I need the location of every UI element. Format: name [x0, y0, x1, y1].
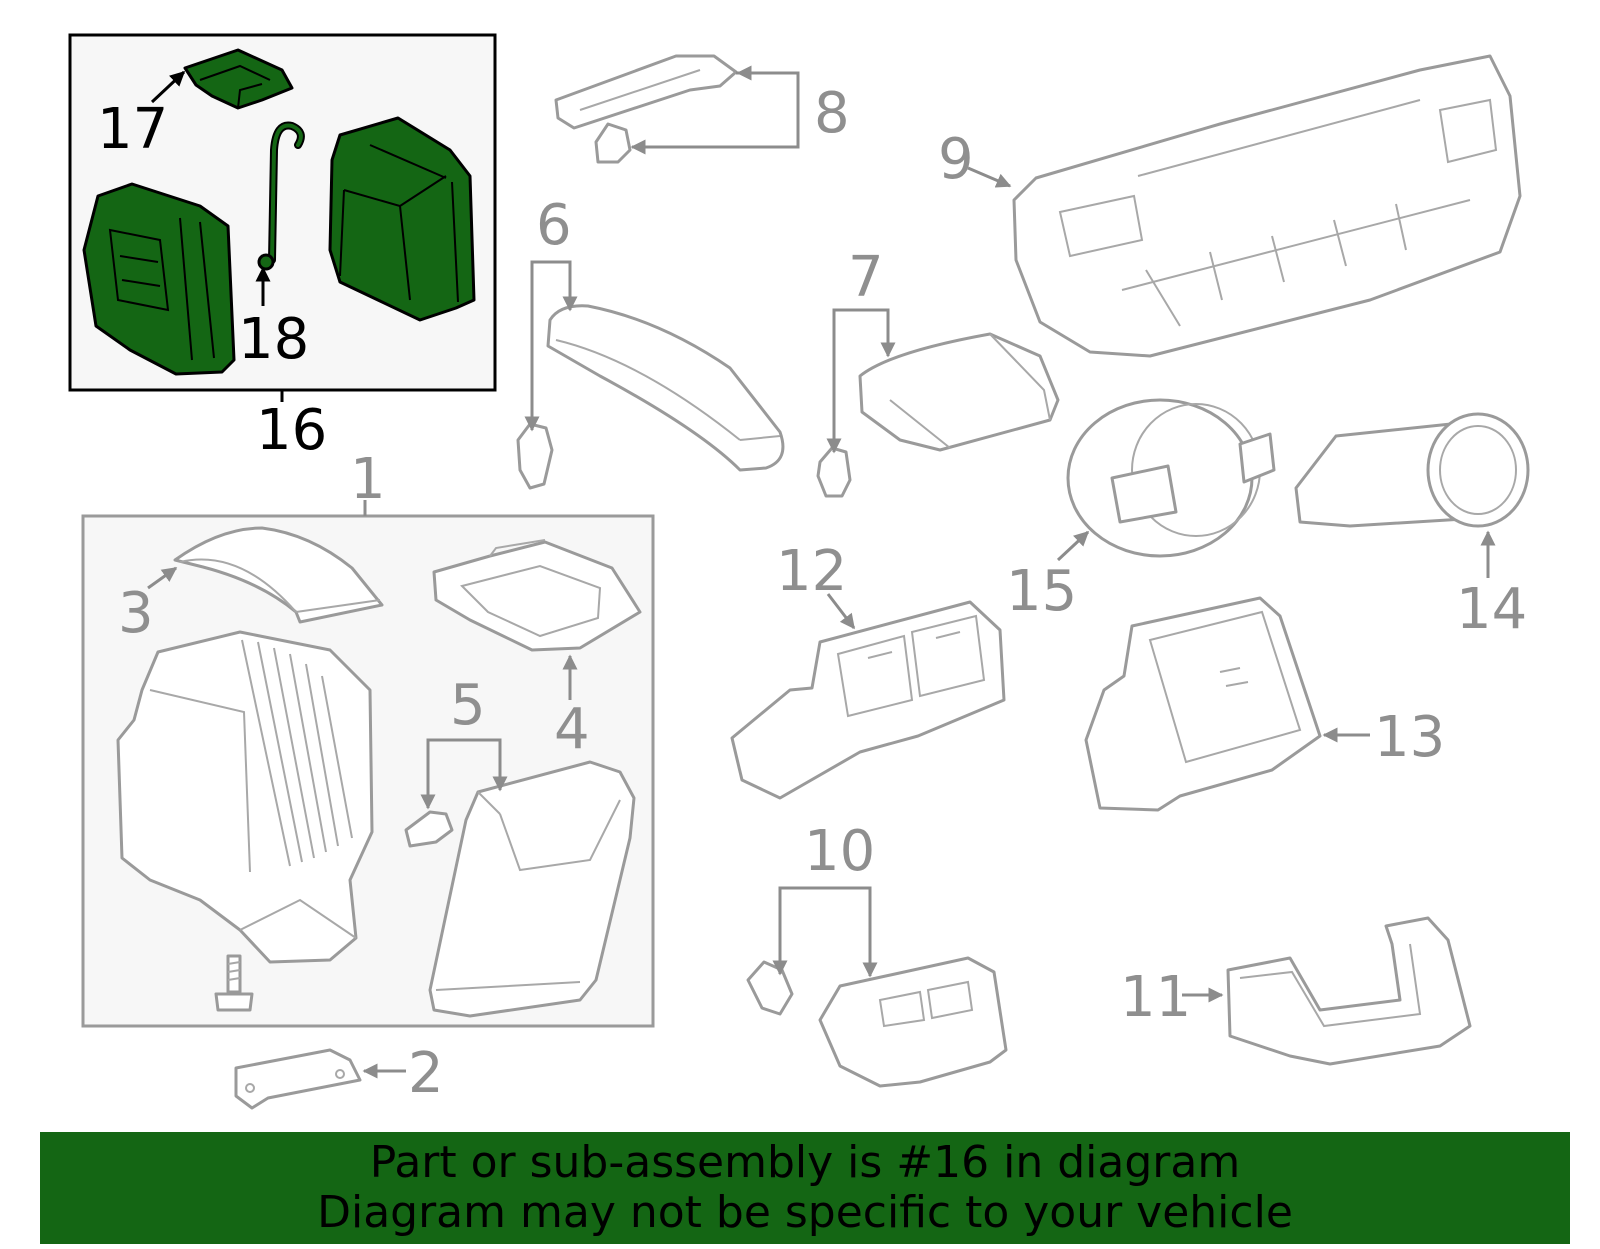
- leader-17: [150, 70, 186, 104]
- leader-10: [778, 886, 872, 972]
- part-1-console-body[interactable]: [116, 630, 374, 964]
- callout-15[interactable]: 15: [1006, 559, 1077, 624]
- part-14-socket[interactable]: [1294, 412, 1530, 528]
- footer-banner: Part or sub-assembly is #16 in diagram D…: [40, 1132, 1570, 1244]
- part-17-clip[interactable]: [183, 48, 294, 110]
- callout-3[interactable]: 3: [118, 581, 154, 646]
- callout-12[interactable]: 12: [776, 539, 847, 604]
- callout-6[interactable]: 6: [536, 193, 572, 258]
- callout-18[interactable]: 18: [238, 307, 309, 372]
- callout-14[interactable]: 14: [1456, 577, 1527, 642]
- part-4-tray[interactable]: [432, 539, 642, 652]
- callout-5[interactable]: 5: [450, 673, 486, 738]
- part-10-clip[interactable]: [746, 960, 794, 1016]
- leader-9: [967, 166, 1012, 188]
- part-6-armrest-pad[interactable]: [546, 304, 785, 472]
- callout-13[interactable]: 13: [1374, 705, 1445, 770]
- part-6-clip[interactable]: [516, 422, 554, 490]
- part-8-trim-strip[interactable]: [554, 54, 738, 130]
- callout-4[interactable]: 4: [554, 697, 590, 762]
- callout-9[interactable]: 9: [938, 127, 974, 192]
- part-12-switch-module[interactable]: [730, 600, 1006, 800]
- part-2-bracket[interactable]: [234, 1048, 362, 1110]
- part-15-outlet-ring[interactable]: [1066, 398, 1276, 558]
- callout-16[interactable]: 16: [256, 398, 327, 463]
- assembly-1[interactable]: 1 3 4: [81, 447, 655, 1028]
- part-3-armrest-lid[interactable]: [173, 526, 384, 624]
- part-1-rear-panel[interactable]: [428, 760, 636, 1018]
- part-16-left-housing[interactable]: [82, 182, 236, 376]
- part-13-charger-module[interactable]: [1084, 596, 1322, 812]
- part-1-bolt[interactable]: [214, 954, 254, 1012]
- leader-3: [147, 566, 178, 590]
- subassembly-16[interactable]: 17 18 16: [68, 33, 497, 463]
- part-8-clip[interactable]: [594, 122, 632, 164]
- leader-8: [634, 71, 800, 149]
- footer-line-2: Diagram may not be specific to your vehi…: [317, 1187, 1293, 1238]
- part-9-control-panel[interactable]: [1012, 54, 1522, 358]
- part-5-clip[interactable]: [404, 810, 454, 848]
- leader-15: [1056, 530, 1090, 562]
- part-7-cover[interactable]: [858, 332, 1060, 452]
- callout-17[interactable]: 17: [97, 97, 168, 162]
- part-16-right-housing[interactable]: [328, 116, 476, 322]
- callout-11[interactable]: 11: [1120, 965, 1191, 1030]
- callout-10[interactable]: 10: [804, 819, 875, 884]
- callout-7[interactable]: 7: [848, 245, 884, 310]
- callout-2[interactable]: 2: [408, 1041, 444, 1106]
- footer-line-1: Part or sub-assembly is #16 in diagram: [369, 1137, 1241, 1188]
- part-7-clip[interactable]: [816, 446, 852, 498]
- callout-8[interactable]: 8: [814, 81, 850, 146]
- part-11-trim[interactable]: [1226, 916, 1472, 1066]
- callout-1[interactable]: 1: [350, 447, 386, 512]
- leader-12: [826, 593, 856, 630]
- part-10-switch[interactable]: [818, 956, 1008, 1088]
